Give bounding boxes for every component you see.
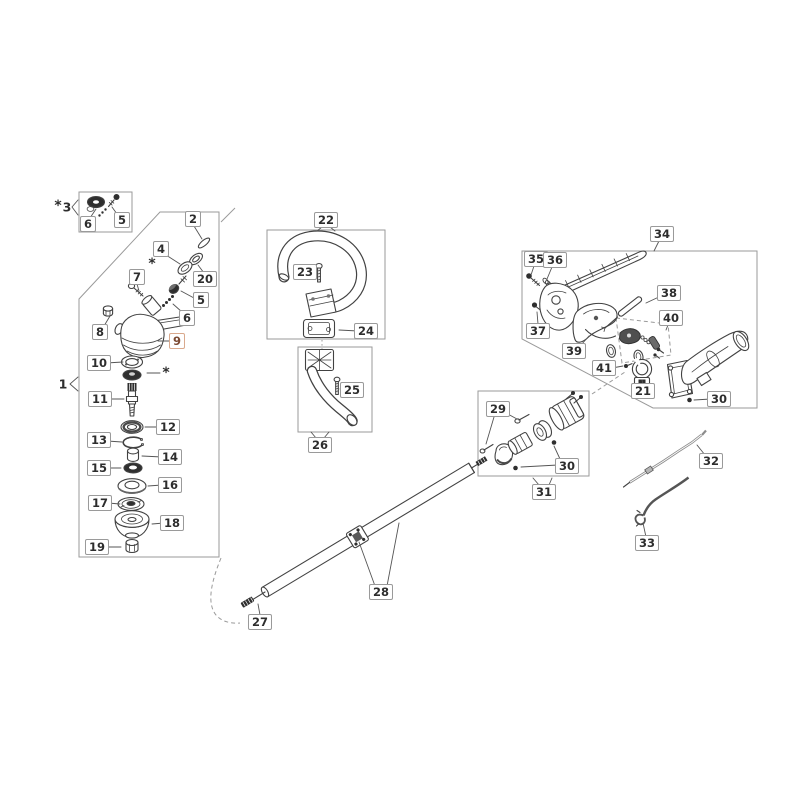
part-label-36: 36 <box>542 252 568 268</box>
spline-end-27 <box>240 596 255 608</box>
part-label-20: 20 <box>192 271 218 287</box>
asterisk-marker: * <box>148 256 156 272</box>
part-label-37: 37 <box>525 323 551 339</box>
screw-23 <box>315 262 323 283</box>
nut-19 <box>125 538 139 554</box>
bearing-10 <box>120 355 144 369</box>
assembly-label-3: 3 <box>62 199 72 215</box>
part-label-8: 8 <box>91 324 109 340</box>
drive-tube <box>240 456 488 608</box>
ring-4 <box>177 261 193 275</box>
part-label-24: 24 <box>353 323 379 339</box>
part-label-4: 4 <box>152 241 170 257</box>
part-label-28: 28 <box>368 584 394 600</box>
part-label-12: 12 <box>155 419 181 435</box>
spacer-14 <box>126 447 140 462</box>
part-label-11: 11 <box>87 391 113 407</box>
clamp-21 <box>631 357 653 388</box>
gear-wheel <box>122 369 161 381</box>
part-label-35: 35 <box>523 251 549 267</box>
snap-ring-13 <box>122 436 144 449</box>
loop-handle-assembly <box>277 230 367 339</box>
screw-30 <box>687 397 692 403</box>
part-label-17: 17 <box>87 495 113 511</box>
washer-2 <box>197 237 211 249</box>
cup-washer-16 <box>117 478 147 494</box>
part-label-31: 31 <box>531 484 557 500</box>
output-shaft-stack <box>114 355 161 554</box>
part-label-29: 29 <box>485 401 511 417</box>
part-label-27: 27 <box>247 614 273 630</box>
part-label-22: 22 <box>313 212 339 228</box>
part-label-33: 33 <box>634 535 660 551</box>
part-label-9: 9 <box>168 333 186 349</box>
kit-box-parts <box>86 194 120 217</box>
asterisk-marker: * <box>162 365 170 381</box>
part-label-38: 38 <box>656 285 682 301</box>
part-label-19: 19 <box>84 539 110 555</box>
part-label-5: 5 <box>192 292 210 308</box>
part-label-6: 6 <box>178 310 196 326</box>
coupling-kit <box>479 391 585 471</box>
shaft-11 <box>125 383 139 417</box>
rear-housing <box>666 330 750 399</box>
asterisk-marker: * <box>54 198 62 214</box>
throttle-trigger-kit-40 <box>605 328 665 364</box>
trigger-housing-39 <box>572 302 618 343</box>
powerhead-assembly <box>526 250 750 403</box>
front-grip-assembly <box>304 348 358 427</box>
part-label-6: 6 <box>79 216 97 232</box>
part-label-7: 7 <box>128 269 146 285</box>
part-label-21: 21 <box>630 383 656 399</box>
leader-lines <box>69 199 712 616</box>
gearhead-axis-parts <box>102 237 211 317</box>
bearing-12 <box>120 420 144 434</box>
part-label-40: 40 <box>658 310 684 326</box>
part-label-5: 5 <box>113 212 131 228</box>
part-label-18: 18 <box>159 515 185 531</box>
spline-end-upper <box>475 456 488 467</box>
bell-cup-18 <box>114 510 150 539</box>
screw-41 <box>624 364 628 368</box>
rod-38 <box>617 296 643 317</box>
part-label-39: 39 <box>561 343 587 359</box>
part-label-23: 23 <box>292 264 318 280</box>
part-label-26: 26 <box>307 437 333 453</box>
adjuster-5 <box>168 275 187 294</box>
clamp-24 <box>302 318 336 339</box>
nut-8 <box>102 305 114 317</box>
assembly-boxes <box>78 191 758 558</box>
part-label-34: 34 <box>649 226 675 242</box>
part-label-32: 32 <box>698 453 724 469</box>
part-label-15: 15 <box>86 460 112 476</box>
part-label-30: 30 <box>554 458 580 474</box>
screw-25 <box>333 376 341 396</box>
cables <box>622 429 707 527</box>
washer-15 <box>123 462 143 474</box>
screw-head <box>113 194 120 200</box>
part-label-10: 10 <box>86 355 112 371</box>
part-label-14: 14 <box>157 449 183 465</box>
spring-washers-6 <box>162 295 174 307</box>
part-label-41: 41 <box>591 360 617 376</box>
part-label-30: 30 <box>706 391 732 407</box>
tube-collar-28 <box>345 525 369 549</box>
assembly-label-1: 1 <box>58 376 68 392</box>
part-label-16: 16 <box>157 477 183 493</box>
part-label-13: 13 <box>86 432 112 448</box>
part-label-2: 2 <box>184 211 202 227</box>
part-label-25: 25 <box>339 382 365 398</box>
